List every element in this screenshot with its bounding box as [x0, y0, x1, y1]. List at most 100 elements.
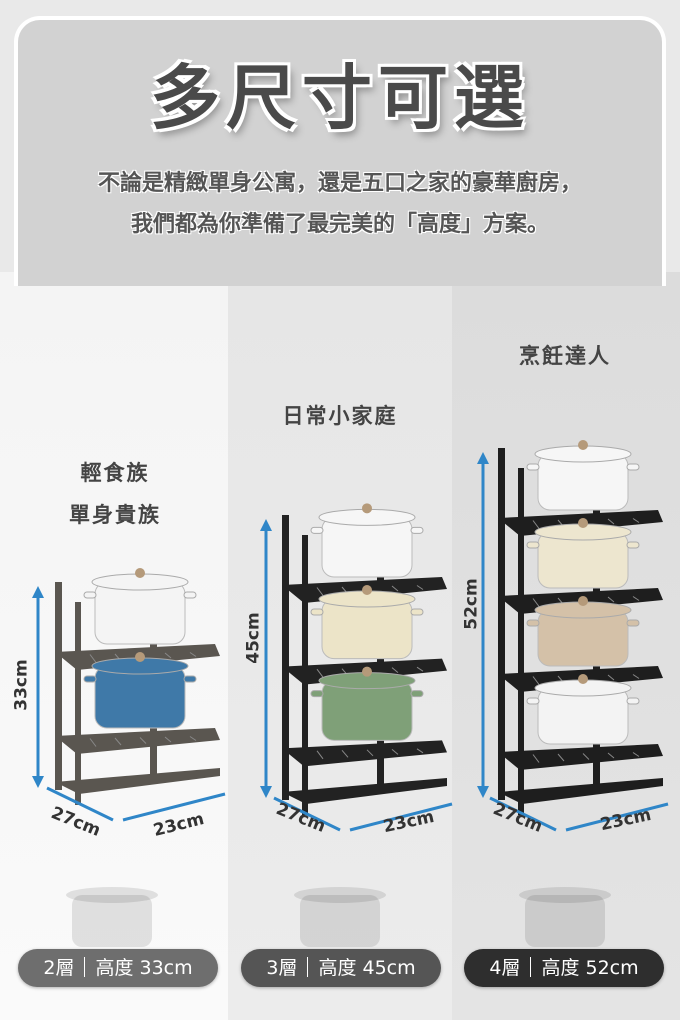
rack-base [282, 778, 447, 804]
shelf-slat [632, 518, 640, 523]
shelf-slat [557, 753, 565, 762]
rack-base [55, 768, 220, 794]
pot-handle [626, 463, 640, 471]
height-label-4-tier: 52cm [461, 578, 482, 630]
option-name-2-tier-line2: 單身貴族 [69, 503, 161, 527]
rack-front-post [518, 468, 524, 815]
pot-knob [578, 518, 588, 528]
pot-handle [310, 608, 324, 616]
pot-handle [83, 675, 97, 683]
divider [530, 957, 532, 977]
pot-handle [410, 608, 424, 616]
rack-back-post [55, 582, 62, 790]
tier-count: 2層 [43, 957, 75, 979]
tier-count: 4層 [489, 957, 521, 979]
pot-handle [526, 541, 540, 549]
pot-handle [183, 675, 197, 683]
shelf-slat [189, 736, 197, 741]
shelf-slat [582, 753, 590, 760]
shelf-slat [316, 668, 324, 678]
arrow-head [32, 776, 44, 788]
shelf-slat [632, 674, 640, 679]
pot-handle [626, 697, 640, 705]
shelf-slat [391, 585, 399, 592]
size-badge-3-tier: 3層高度 45cm [241, 949, 441, 987]
shelf-slat [316, 587, 324, 596]
shelf-slat [532, 598, 540, 607]
subtitle-line-1: 不論是精緻單身公寓，還是五口之家的豪華廚房， [97, 171, 582, 196]
pot-body [321, 598, 413, 660]
shelf-slat [632, 752, 640, 757]
width-arrow [349, 802, 453, 832]
shelf-slat [89, 738, 97, 747]
pot-knob [135, 568, 145, 578]
pot-body [321, 680, 413, 741]
pot-knob [362, 666, 372, 677]
shelf-slat [164, 736, 172, 743]
pot-handle [83, 591, 97, 599]
pot-handle [410, 526, 424, 534]
shelf-slat [532, 676, 540, 685]
shelf-slat [607, 518, 615, 525]
pot-knob [135, 652, 145, 662]
ghost-pot-icon [525, 895, 605, 947]
pot-knob [362, 585, 372, 595]
shelf-slat [607, 674, 615, 681]
size-badge-4-tier: 4層高度 52cm [464, 949, 664, 987]
shelf-slat [416, 585, 424, 590]
pot-handle [310, 690, 324, 698]
rack-base [498, 778, 663, 804]
pot-knob [578, 674, 588, 684]
shelf-slat [341, 750, 349, 758]
shelf-slat [632, 596, 640, 601]
shelf-slat [416, 666, 424, 672]
rack-front-post [75, 602, 81, 805]
shelf-slat [416, 748, 424, 754]
divider [84, 957, 86, 977]
shelf-slat [366, 749, 374, 757]
pot-knob [578, 596, 588, 606]
depth-arrow [273, 796, 341, 832]
header-banner: 多尺寸可選 不論是精緻單身公寓，還是五口之家的豪華廚房， 我們都為你準備了最完美… [14, 16, 666, 286]
shelf-slat [391, 667, 399, 674]
ghost-pot-lid-icon [519, 887, 611, 903]
shelf-slat [164, 652, 172, 659]
pot-body [321, 516, 413, 578]
pot-body [94, 665, 186, 729]
height-value: 高度 52cm [541, 957, 639, 979]
arrow-head [260, 786, 272, 798]
arrow-head [32, 586, 44, 598]
shelf-slat [391, 748, 399, 755]
subtitle-line-2: 我們都為你準備了最完美的「高度」方案。 [130, 212, 549, 237]
pot-handle [526, 463, 540, 471]
shelf-slat [316, 750, 324, 760]
rack-back-post [498, 448, 505, 800]
pot-knob [362, 503, 372, 514]
option-name-2-tier-line1: 輕食族 [80, 461, 150, 485]
size-badge-2-tier: 2層高度 33cm [18, 949, 218, 987]
pot-knob [578, 440, 588, 450]
height-value: 高度 33cm [95, 957, 193, 979]
shelf-slat [532, 754, 540, 763]
height-value: 高度 45cm [318, 957, 416, 979]
tier-count: 3層 [266, 957, 298, 979]
shelf-slat [607, 752, 615, 759]
option-name-3-tier: 日常小家庭 [282, 404, 398, 428]
shelf-slat [139, 737, 147, 744]
pot-handle [626, 541, 640, 549]
rack-back-post [282, 515, 289, 800]
shelf-slat [532, 520, 540, 529]
depth-arrow [46, 786, 114, 822]
pot-handle [626, 619, 640, 627]
pot-handle [183, 591, 197, 599]
width-arrow [565, 802, 669, 832]
width-arrow [122, 792, 226, 822]
rack-shelf [55, 728, 220, 754]
depth-arrow [489, 796, 557, 832]
shelf-slat [89, 654, 97, 663]
page-title: 多尺寸可選 [150, 57, 530, 139]
shelf-slat [607, 596, 615, 603]
pot-handle [526, 619, 540, 627]
option-name-4-tier: 烹飪達人 [519, 344, 611, 368]
